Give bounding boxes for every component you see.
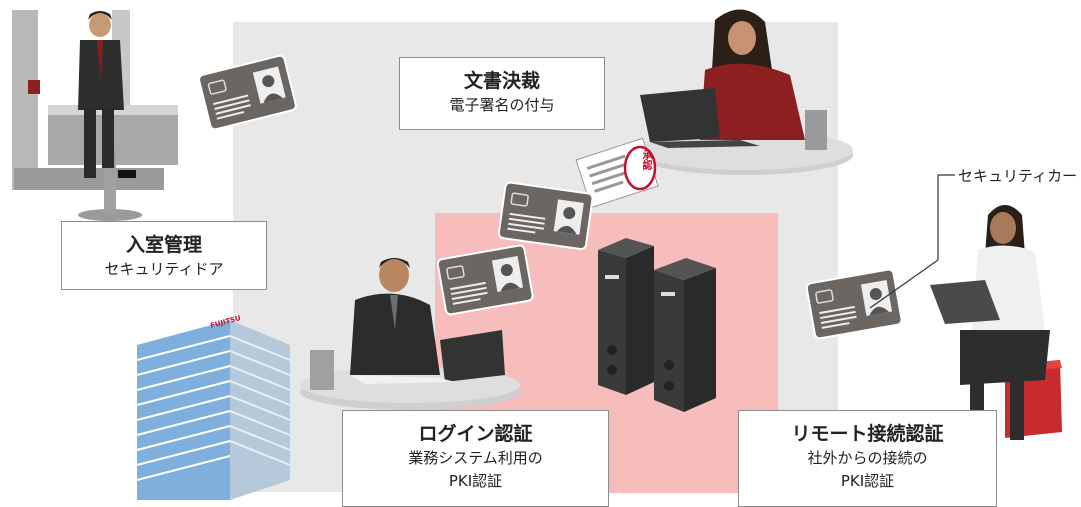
- signing-woman-illustration: [637, 9, 853, 175]
- callout-line: [869, 174, 955, 309]
- remote-woman-illustration: [930, 205, 1062, 440]
- remote-auth-label: リモート接続認証 社外からの接続の PKI認証: [738, 410, 997, 507]
- document-approval-label: 文書決裁 電子署名の付与: [399, 57, 605, 130]
- login-auth-title: ログイン認証: [418, 423, 533, 445]
- security-gate-illustration: [12, 10, 178, 221]
- entry-control-label: 入室管理 セキュリティドア: [61, 221, 267, 290]
- entry-control-sub: セキュリティドア: [104, 260, 224, 278]
- remote-auth-title: リモート接続認証: [791, 423, 944, 445]
- office-building-illustration: [136, 320, 291, 500]
- remote-auth-sub-line2: PKI認証: [840, 472, 895, 490]
- login-auth-label: ログイン認証 業務システム利用の PKI認証: [342, 410, 609, 507]
- login-man-illustration: [300, 258, 520, 410]
- security-card-callout: セキュリティカード: [958, 167, 1081, 185]
- entry-control-title: 入室管理: [125, 234, 202, 256]
- document-approval-sub: 電子署名の付与: [449, 96, 555, 114]
- login-auth-sub-line2: PKI認証: [448, 472, 503, 490]
- approval-stamp-text: 承認: [640, 150, 651, 170]
- remote-auth-sub-line1: 社外からの接続の: [807, 449, 928, 467]
- document-approval-title: 文書決裁: [463, 70, 540, 92]
- server-illustration: [598, 238, 716, 412]
- login-auth-sub-line1: 業務システム利用の: [408, 449, 543, 467]
